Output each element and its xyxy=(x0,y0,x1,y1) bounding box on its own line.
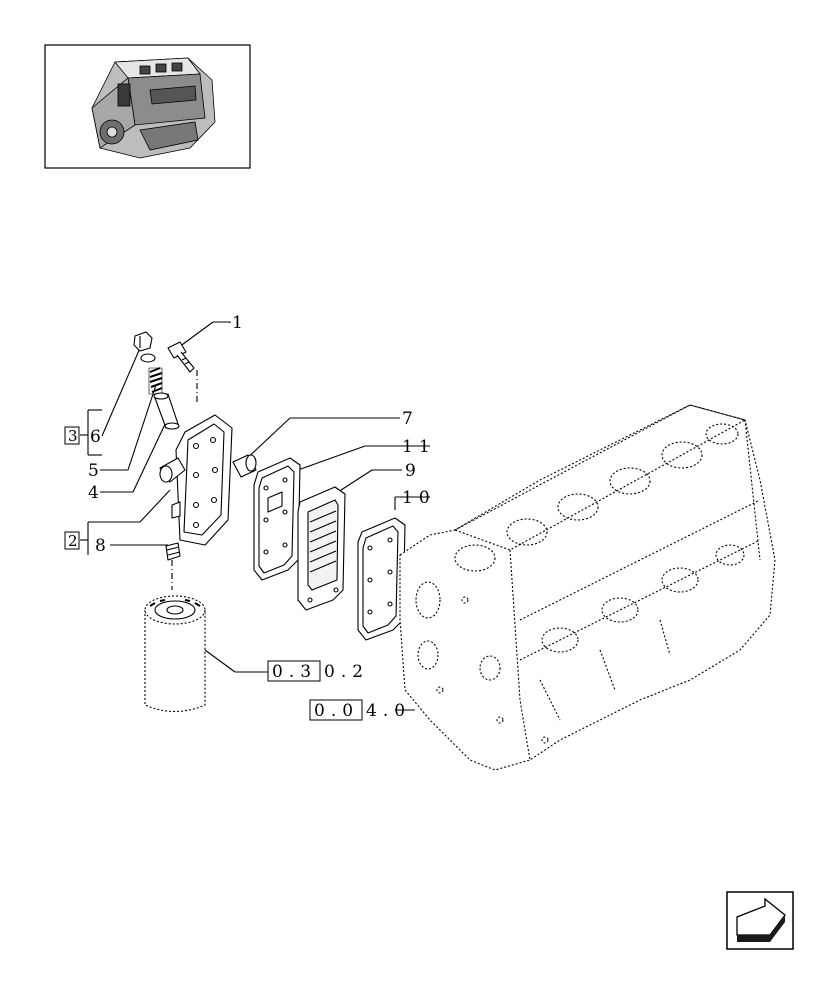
ref-oil-filter[interactable]: 0.3 0.2 xyxy=(267,660,369,682)
group-2-label: 2 xyxy=(68,532,78,550)
engine-block[interactable] xyxy=(399,404,776,771)
group-3-tag[interactable]: 3 xyxy=(64,426,80,445)
callout-8: 8 xyxy=(95,536,112,556)
engine-thumbnail-image xyxy=(91,57,216,159)
callout-1: 1 xyxy=(232,313,249,333)
part-7-sleeve[interactable] xyxy=(232,454,257,478)
group-2-tag[interactable]: 2 xyxy=(64,531,80,550)
parts xyxy=(133,331,776,771)
arrow-icon xyxy=(736,897,786,942)
callout-4: 4 xyxy=(88,483,105,503)
callout-10: 10 xyxy=(402,488,436,508)
part-10-gasket[interactable] xyxy=(357,517,406,641)
leader-lines xyxy=(80,321,430,711)
ref-engine-block[interactable]: 0.0 4.0 xyxy=(309,699,411,721)
part-9-oil-cooler[interactable] xyxy=(297,486,346,611)
part-6-plug[interactable] xyxy=(133,331,156,363)
part-1-bolt[interactable] xyxy=(167,341,195,373)
part-8-nipple[interactable] xyxy=(165,542,181,561)
callout-7: 7 xyxy=(402,409,419,429)
callout-6: 6 xyxy=(90,427,107,447)
callout-9: 9 xyxy=(405,461,422,481)
callout-5: 5 xyxy=(88,461,105,481)
next-page-arrow-button[interactable] xyxy=(726,891,794,950)
group-3-label: 3 xyxy=(68,427,78,445)
ref-oil-filter-rest: 0.2 xyxy=(324,662,369,682)
callout-labels: 1 6 5 4 8 7 11 9 10 xyxy=(88,313,436,556)
part-11-gasket[interactable] xyxy=(253,457,301,581)
engine-thumbnail[interactable] xyxy=(44,44,251,169)
part-4-valve[interactable] xyxy=(153,392,180,430)
ref-oil-filter-box: 0.3 xyxy=(272,662,317,682)
ref-engine-block-rest: 4.0 xyxy=(366,701,411,721)
part-2-filter-housing[interactable] xyxy=(159,414,233,546)
ref-engine-block-box: 0.0 xyxy=(314,701,359,721)
part-5-spring[interactable] xyxy=(148,367,163,395)
callout-11: 11 xyxy=(402,437,436,457)
oil-filter-cartridge[interactable] xyxy=(144,595,206,713)
